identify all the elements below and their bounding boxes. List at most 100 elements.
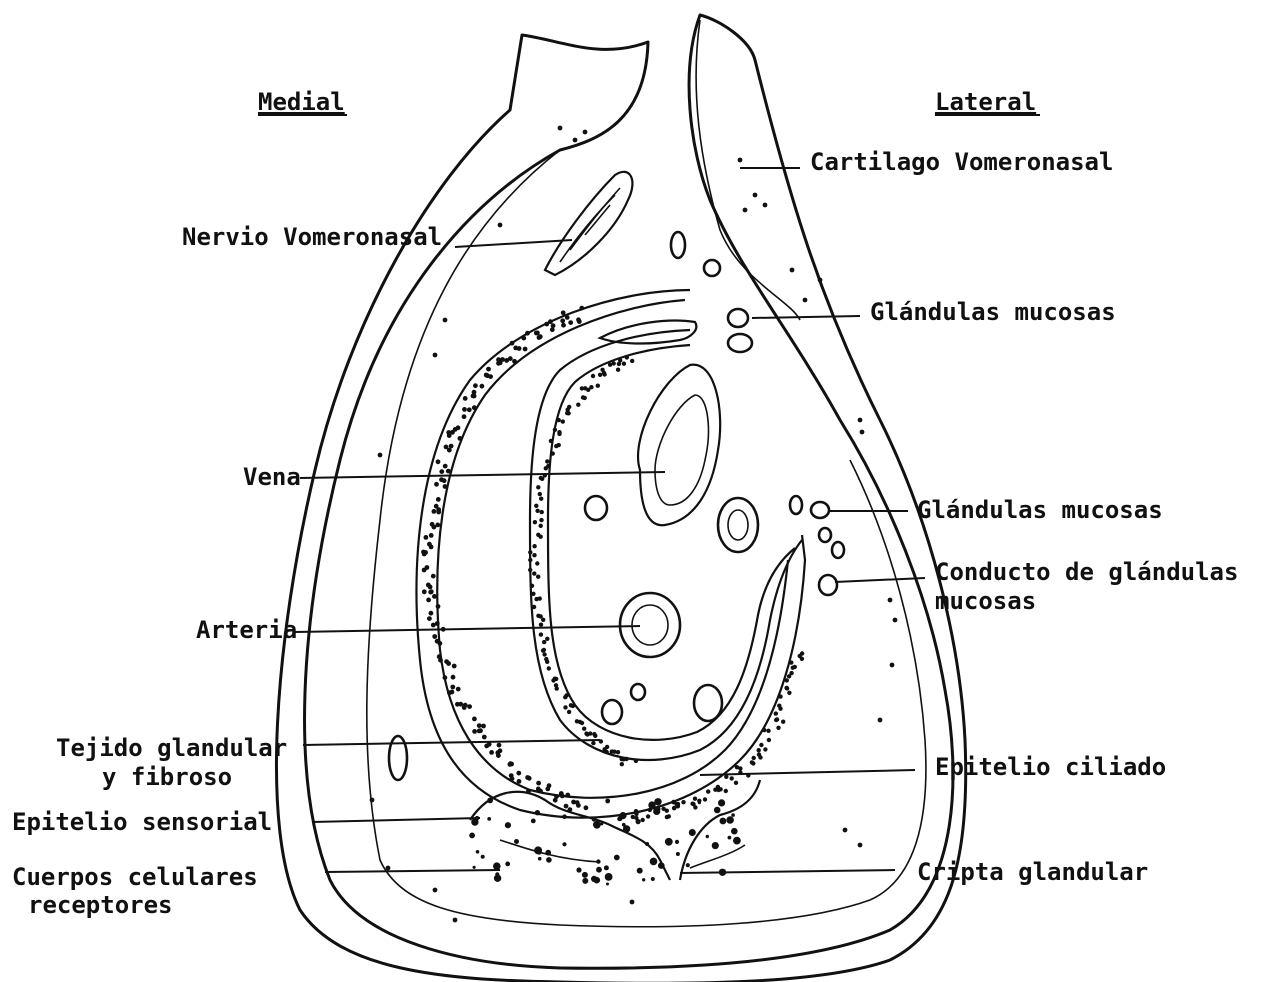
cell-dot — [538, 535, 542, 539]
cell-dot — [550, 327, 555, 332]
cell-dot — [712, 842, 719, 849]
cell-dot — [650, 858, 658, 866]
header-lateral: Lateral — [935, 88, 1036, 116]
cell-dot — [596, 384, 600, 388]
cell-dot — [434, 504, 439, 509]
cell-dot — [538, 596, 542, 600]
label-cuerpos-line1: Cuerpos celulares — [12, 863, 258, 891]
cell-dot — [533, 520, 537, 524]
cell-dot — [539, 623, 543, 627]
cell-dot — [731, 813, 735, 817]
cell-dot — [604, 865, 609, 870]
cell-dot — [778, 707, 782, 711]
cell-dot — [641, 818, 645, 822]
cell-dot — [557, 443, 561, 447]
cell-dot — [600, 368, 604, 372]
cell-dot — [766, 729, 770, 733]
cell-dot — [593, 821, 601, 829]
cell-dot — [562, 842, 566, 846]
cell-dot — [432, 509, 437, 514]
cell-dot — [563, 695, 567, 699]
cell-dot — [774, 711, 778, 715]
leader-glandulas-1 — [752, 316, 860, 318]
cell-dot — [724, 789, 728, 793]
cell-dot — [436, 497, 441, 502]
cell-dot — [545, 637, 549, 641]
label-vena: Vena — [243, 463, 301, 491]
cell-dot — [452, 664, 457, 669]
cell-dot — [429, 611, 434, 616]
cell-dot — [658, 862, 665, 869]
cell-dot — [583, 130, 588, 135]
cell-dot — [422, 589, 427, 594]
cell-dot — [591, 876, 597, 882]
cell-dot — [636, 819, 641, 824]
leader-cuerpos — [325, 870, 500, 872]
cell-dot — [665, 815, 669, 819]
cell-dot — [752, 756, 756, 760]
cell-dot — [589, 385, 593, 389]
cell-dot — [634, 759, 638, 763]
cell-dot — [600, 822, 603, 825]
cell-dot — [890, 663, 895, 668]
header-medial: Medial — [258, 88, 345, 116]
cell-dot — [514, 839, 519, 844]
cell-dot — [651, 877, 655, 881]
cell-dot — [442, 478, 447, 483]
cell-dot — [576, 317, 581, 322]
cell-dot — [735, 765, 739, 769]
cell-dot — [544, 657, 548, 661]
cell-dot — [743, 208, 748, 213]
cell-dot — [508, 762, 513, 767]
cell-dot — [544, 466, 548, 470]
cell-dot — [429, 589, 434, 594]
cell-dot — [558, 126, 563, 131]
cell-dot — [778, 694, 782, 698]
cell-dot — [444, 445, 449, 450]
label-conducto-line1: Conducto de glándulas — [935, 558, 1238, 586]
cell-dot — [536, 575, 540, 579]
cell-dot — [622, 823, 626, 827]
cell-dot — [738, 158, 743, 163]
cell-dot — [790, 268, 795, 273]
cell-dot — [489, 750, 494, 755]
cell-dot — [553, 798, 558, 803]
label-conducto-line2: mucosas — [935, 587, 1036, 615]
cell-dot — [728, 836, 732, 840]
cell-dot — [763, 747, 767, 751]
cell-dot — [472, 717, 477, 722]
cell-dot — [784, 686, 788, 690]
cell-dot — [608, 363, 612, 367]
cell-dot — [458, 436, 463, 441]
cell-dot — [433, 888, 438, 893]
cell-dot — [775, 717, 779, 721]
cell-dot — [484, 744, 489, 749]
cell-dot — [535, 810, 540, 815]
cell-dot — [536, 614, 540, 618]
cell-dot — [551, 451, 555, 455]
cell-dot — [803, 298, 808, 303]
cell-dot — [471, 818, 478, 825]
cell-dot — [535, 561, 539, 565]
cell-dot — [584, 805, 589, 810]
cell-dot — [545, 459, 549, 463]
cell-dot — [592, 817, 596, 821]
cell-dot — [523, 347, 528, 352]
cell-dot — [473, 383, 478, 388]
cell-dot — [878, 718, 883, 723]
cell-dot — [505, 862, 510, 867]
label-tejido-line2: y fibroso — [102, 763, 232, 791]
cell-dot — [530, 584, 534, 588]
cell-dot — [561, 323, 566, 328]
cell-dot — [495, 750, 500, 755]
cell-dot — [485, 373, 490, 378]
cell-dot — [482, 735, 487, 740]
cell-dot — [439, 469, 444, 474]
cell-dot — [481, 724, 486, 729]
cell-dot — [576, 867, 581, 872]
cell-dot — [706, 835, 709, 838]
cell-dot — [473, 866, 476, 869]
cell-dot — [480, 384, 485, 389]
cell-dot — [563, 705, 567, 709]
